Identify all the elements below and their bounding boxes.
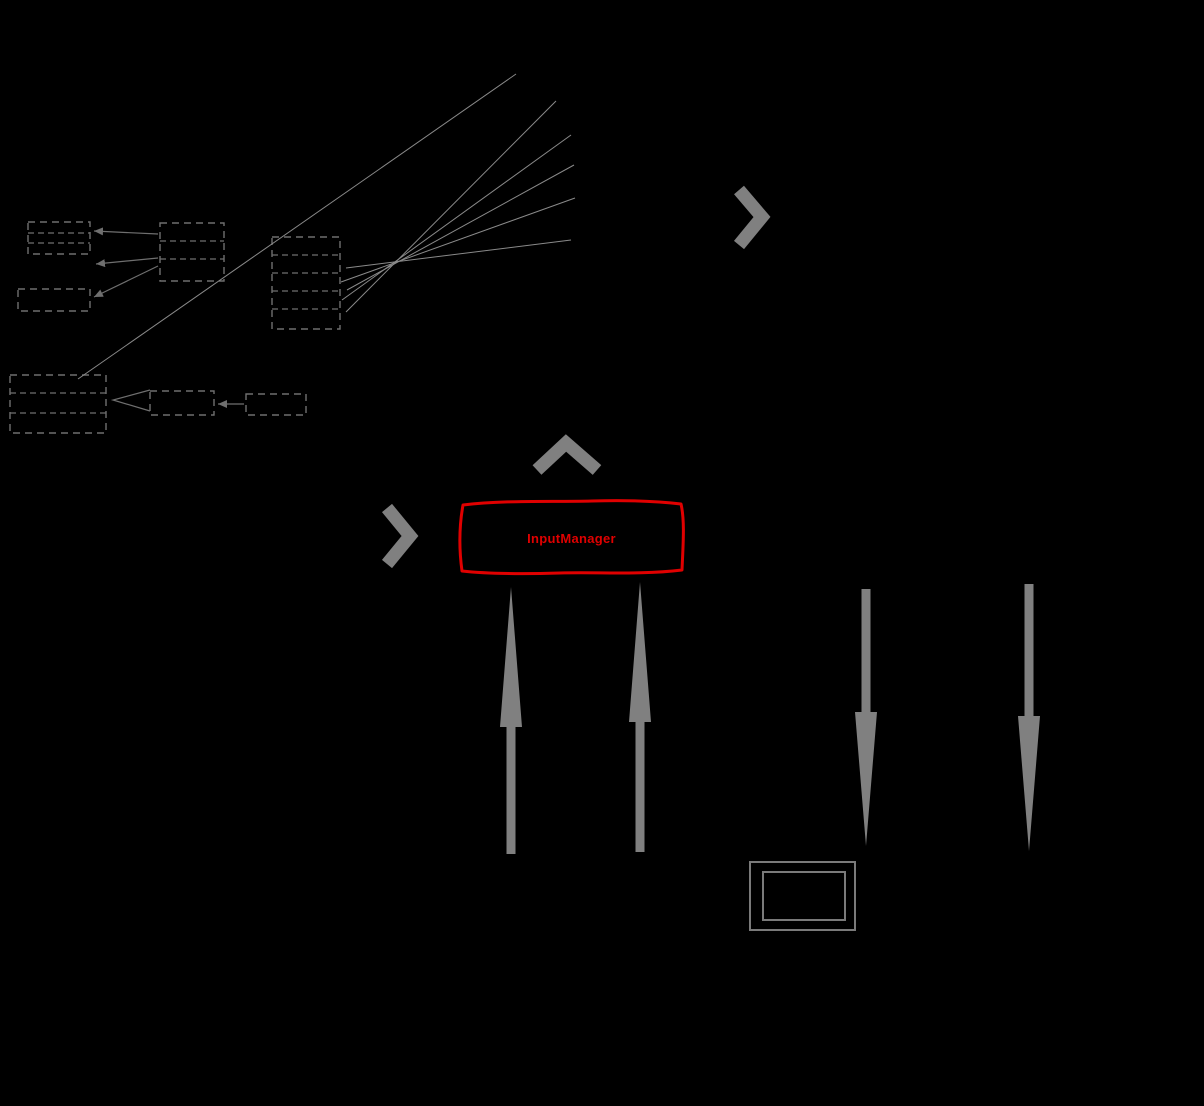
big-down-arrow — [855, 589, 877, 846]
dashed-box — [149, 390, 215, 416]
trace-lines — [77, 73, 576, 380]
big-up-arrow — [500, 587, 522, 854]
chevron-right-icon — [381, 503, 419, 569]
dashed-box — [17, 288, 91, 312]
dashed-box — [245, 393, 307, 416]
trace-line — [346, 164, 575, 291]
dashed-box — [271, 236, 341, 330]
dashed-box — [159, 222, 225, 282]
monitor-inner-screen — [762, 871, 846, 921]
relation-arrow — [93, 265, 159, 298]
uml-cluster — [9, 221, 341, 434]
dashed-box — [27, 221, 91, 255]
monitor-outer-frame — [749, 861, 856, 931]
flow-arrows — [500, 582, 1040, 854]
chevron-right-icon — [733, 185, 771, 250]
input-manager-box — [458, 499, 685, 576]
big-up-arrow — [629, 582, 651, 852]
trace-line — [345, 239, 572, 269]
trace-line — [341, 134, 572, 301]
trace-line — [345, 100, 557, 313]
chevron-up-icon — [532, 434, 602, 475]
dashed-box — [9, 374, 107, 434]
relation-arrow — [93, 227, 159, 236]
relation-arrow — [95, 257, 159, 268]
relation-open-arrowhead — [110, 389, 151, 412]
big-down-arrow — [1018, 584, 1040, 851]
trace-line — [77, 73, 517, 380]
trace-line — [340, 197, 576, 283]
monitor-icon — [749, 861, 856, 931]
